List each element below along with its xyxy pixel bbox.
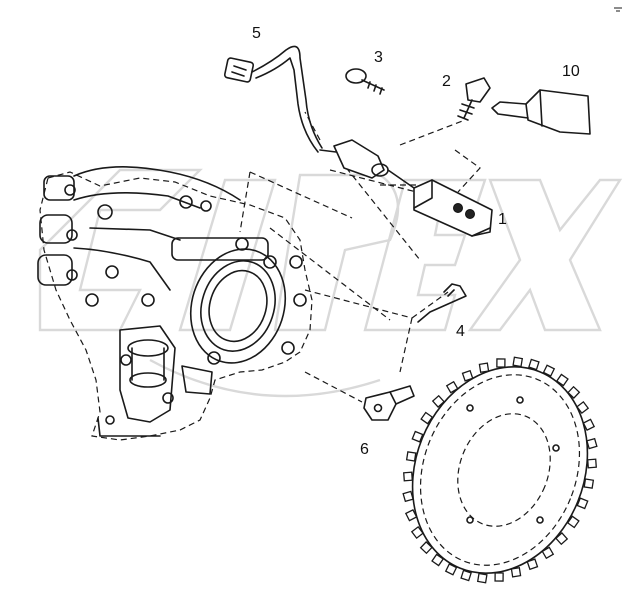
wheel-tooth: [526, 558, 539, 571]
wheel-tooth: [586, 437, 598, 450]
wheel-tooth: [403, 471, 413, 482]
wheel-tooth: [587, 458, 597, 469]
wheel-tooth: [411, 430, 424, 443]
wheel-tooth: [444, 563, 458, 576]
wheel-tooth: [445, 380, 459, 394]
callout-1: 1: [498, 211, 507, 228]
part-2-bolt: [457, 77, 491, 121]
leader-lines: [239, 111, 481, 403]
wheel-tooth: [528, 358, 540, 371]
wheel-tooth: [431, 553, 445, 567]
wheel-teeth: [402, 356, 598, 584]
reluctor-wheel: [402, 356, 598, 584]
wheel-tooth: [567, 385, 581, 399]
wheel-tooth: [555, 532, 569, 546]
wheel-tooth: [576, 497, 589, 510]
wheel-tooth: [582, 418, 596, 432]
part-6-bracket: [363, 385, 415, 421]
wheel-tooth: [410, 525, 424, 540]
callout-labels: 5 3 2 10 1 4 6: [252, 25, 580, 458]
part-1-bracket-block: [413, 179, 493, 237]
wheel-tooth: [405, 451, 417, 462]
wheel-tooth: [419, 541, 433, 555]
wheel-tooth: [583, 478, 595, 489]
wheel-tooth: [461, 369, 474, 382]
wheel-tooth: [460, 569, 472, 582]
wheel-tooth: [478, 362, 490, 374]
wheel-tooth: [402, 490, 414, 503]
wheel-tooth: [510, 566, 522, 578]
wheel-tooth: [496, 358, 506, 368]
wheel-tooth: [541, 546, 555, 560]
wheel-tooth: [404, 508, 418, 522]
part-4-clip: [417, 283, 467, 323]
wheel-tooth: [512, 356, 524, 368]
part-3-screw: [345, 68, 385, 95]
callout-6: 6: [360, 441, 369, 458]
engine-cover-housing: [37, 166, 313, 441]
corner-mark: [614, 7, 622, 12]
wheel-tooth: [420, 411, 434, 425]
callout-5: 5: [252, 25, 261, 42]
part-5-sensor-with-cable: [223, 45, 415, 189]
wheel-tooth: [494, 572, 504, 582]
callout-10: 10: [562, 63, 580, 80]
wheel-tooth: [431, 394, 445, 408]
part-10-sealant-tube: [491, 89, 591, 135]
wheel-tooth: [576, 400, 590, 415]
wheel-tooth: [542, 364, 556, 377]
callout-2: 2: [442, 73, 451, 90]
callout-3: 3: [374, 49, 383, 66]
wheel-tooth: [566, 515, 580, 529]
callout-4: 4: [456, 323, 465, 340]
wheel-tooth: [555, 373, 569, 387]
wheel-tooth: [476, 572, 488, 584]
